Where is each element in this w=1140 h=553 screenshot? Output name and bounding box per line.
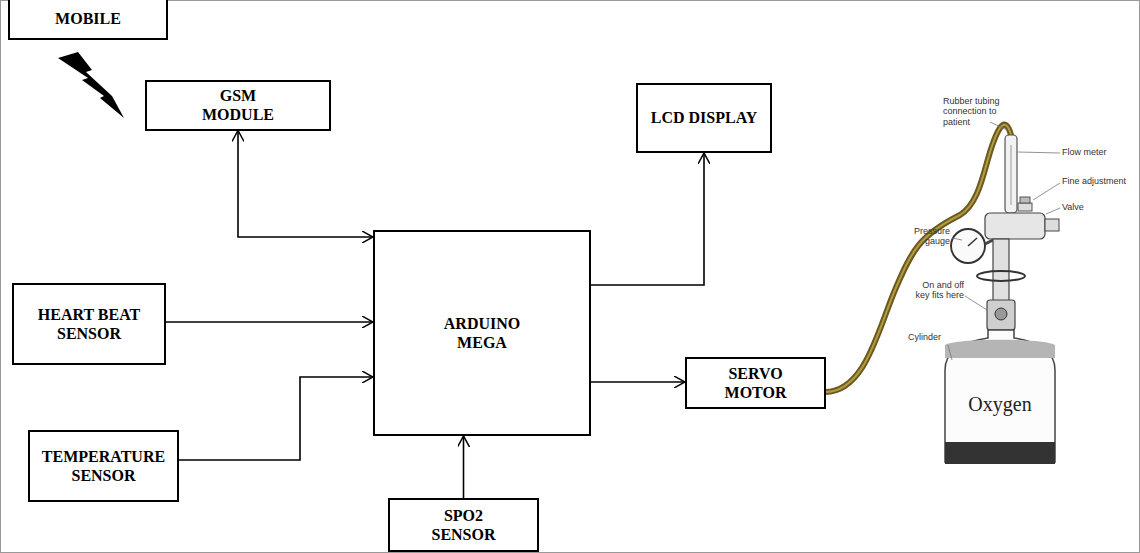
device-box: MOBILE: [8, 0, 168, 40]
module-box: GSM MODULE: [145, 80, 331, 131]
leader-line: [1046, 208, 1060, 214]
part-label: Pressure gauge: [906, 226, 950, 247]
valve-body: [985, 213, 1045, 239]
valve-outlet: [1045, 219, 1059, 231]
output-box: LCD DISPLAY: [636, 83, 772, 153]
gauge-needle: [968, 238, 977, 246]
leader-line: [948, 345, 952, 360]
cylinder-shoulder: [945, 340, 1055, 358]
node-text: MOBILE: [55, 9, 121, 28]
sensor-box: TEMPERATURE SENSOR: [28, 430, 179, 502]
node-text: SERVO MOTOR: [706, 364, 806, 402]
fine-adjustment-cap: [1020, 197, 1030, 203]
part-label: On and off key fits here: [906, 280, 964, 301]
leader-line: [990, 122, 1007, 130]
actuator-box: SERVO MOTOR: [685, 357, 826, 409]
part-label: Flow meter: [1062, 147, 1134, 157]
node-text: HEART BEAT SENSOR: [24, 305, 154, 343]
node-text: LCD DISPLAY: [651, 108, 758, 127]
gauge-connector: [985, 240, 993, 244]
node-text: ARDUINO MEGA: [422, 314, 542, 352]
node-text: SPO2 SENSOR: [414, 506, 514, 544]
fine-adjustment-knob: [1018, 203, 1032, 211]
part-label: Rubber tubing connection to patient: [943, 96, 1013, 127]
node-text: GSM MODULE: [188, 86, 288, 124]
controller-box: ARDUINO MEGA: [373, 230, 591, 436]
leader-line: [965, 296, 987, 310]
flow-meter-scale: [1011, 145, 1012, 205]
sensor-box: HEART BEAT SENSOR: [12, 283, 166, 365]
connector-arrow: [591, 153, 704, 285]
part-label: Cylinder: [908, 332, 958, 342]
node-text: TEMPERATURE SENSOR: [39, 447, 169, 485]
sensor-box: SPO2 SENSOR: [388, 498, 539, 552]
cylinder-text: Oxygen: [950, 393, 1050, 416]
leader-line: [1033, 183, 1060, 200]
connector-arrow: [179, 377, 373, 460]
connector-arrow: [238, 131, 373, 238]
part-label: Fine adjustment: [1062, 176, 1136, 186]
sealing-ring: [977, 271, 1025, 281]
leader-line: [952, 238, 962, 240]
leader-line: [1018, 152, 1060, 153]
flow-meter: [1005, 135, 1017, 213]
connector-arrow: [166, 321, 373, 323]
pressure-gauge: [951, 229, 985, 263]
part-label: Valve: [1062, 202, 1122, 212]
connector-arrow: [591, 381, 685, 383]
lightning-bolt: [58, 52, 124, 118]
on-off-key-socket: [995, 308, 1007, 320]
connector-arrow: [463, 436, 465, 498]
on-off-valve: [987, 300, 1015, 330]
cylinder-base: [945, 442, 1055, 464]
